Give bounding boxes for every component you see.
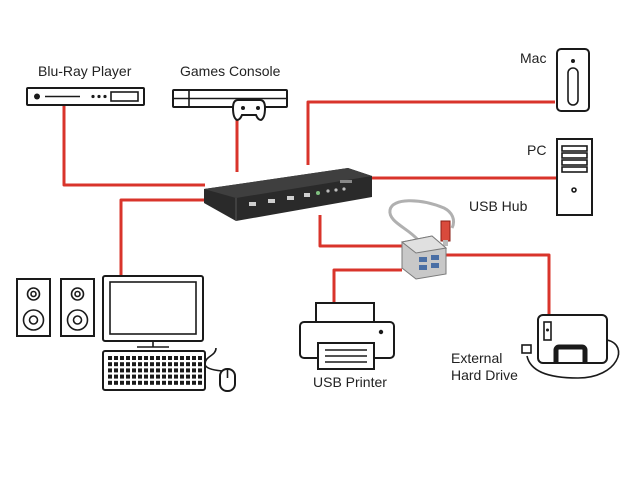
usb-printer-label: USB Printer bbox=[313, 374, 387, 390]
external-hard-drive-label-line1: External bbox=[451, 350, 503, 366]
cable-monitor bbox=[119, 198, 206, 276]
cable-bluray bbox=[62, 106, 205, 187]
keyboard-icon bbox=[102, 350, 206, 391]
bluray-player-label: Blu-Ray Player bbox=[38, 63, 132, 79]
kvm-switch-icon bbox=[204, 168, 372, 221]
monitor-icon bbox=[102, 275, 204, 348]
pc-tower-icon bbox=[556, 138, 593, 216]
speaker-icon bbox=[16, 278, 51, 337]
cable-mac bbox=[306, 100, 555, 165]
usb-printer-icon bbox=[299, 302, 395, 370]
mac-tower-icon bbox=[556, 48, 590, 112]
cable-printer bbox=[332, 268, 402, 303]
pc-label: PC bbox=[527, 142, 547, 158]
speaker-icon-right bbox=[60, 278, 95, 337]
external-hard-drive-icon bbox=[521, 314, 620, 379]
games-console-icon bbox=[172, 89, 288, 122]
cable-hard-drive bbox=[446, 253, 551, 316]
external-hard-drive-label-line2: Hard Drive bbox=[451, 367, 518, 383]
usb-hub-label: USB Hub bbox=[469, 198, 528, 214]
mouse-icon bbox=[204, 347, 236, 392]
games-console-label: Games Console bbox=[180, 63, 281, 79]
usb-hub-icon bbox=[388, 199, 456, 280]
mac-label: Mac bbox=[520, 50, 547, 66]
cable-to-hub bbox=[318, 215, 402, 248]
bluray-player-icon bbox=[26, 87, 145, 106]
cable-lines bbox=[62, 100, 556, 316]
